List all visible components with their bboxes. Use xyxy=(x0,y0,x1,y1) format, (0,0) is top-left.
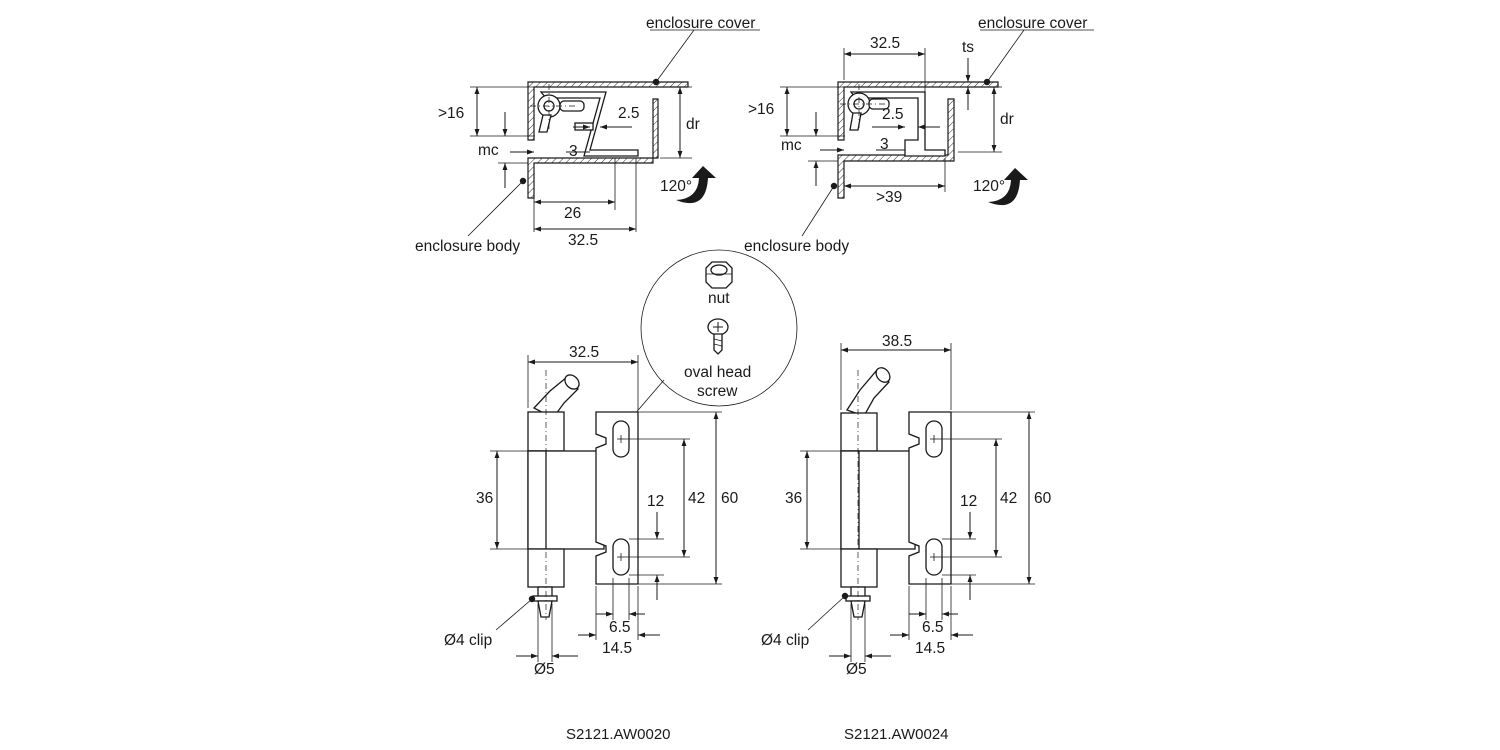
dim-gt16-label: >16 xyxy=(748,101,774,118)
screw-label-line1: oval head xyxy=(684,364,751,381)
dim-36-label: 36 xyxy=(785,490,802,507)
pin-body xyxy=(849,112,862,131)
enclosure-cover-label: enclosure cover xyxy=(646,15,755,32)
angle-label: 120° xyxy=(973,178,1005,195)
dim-width-label: 32.5 xyxy=(569,344,599,361)
dim-14-5-label: 14.5 xyxy=(602,640,632,657)
dim-width-label: 38.5 xyxy=(882,333,912,350)
dim-3-label: 3 xyxy=(569,143,578,160)
hinge-barrel xyxy=(840,412,878,452)
dim-60-label: 60 xyxy=(1034,490,1052,507)
enclosure-body-label: enclosure body xyxy=(744,238,849,255)
enclosure-body-label: enclosure body xyxy=(415,238,520,255)
hinge-barrel-lower xyxy=(840,548,878,588)
body-panel xyxy=(527,98,659,199)
dim-d5-label: Ø5 xyxy=(534,661,555,678)
rotation-arrow-icon xyxy=(988,168,1028,206)
oval-head-screw-icon xyxy=(707,318,729,355)
dim-32-5-label: 32.5 xyxy=(568,232,598,249)
dim-d5-label: Ø5 xyxy=(846,661,867,678)
nut-icon xyxy=(705,261,733,289)
dim-mc-label: mc xyxy=(781,137,802,154)
dim-dr-label: dr xyxy=(686,116,700,133)
clip-icon xyxy=(532,595,558,602)
hinge-bracket xyxy=(849,91,946,157)
section-view-right: 32.5 ts >16 mc 3 2.5 dr >39 enclosure co… xyxy=(744,15,1094,255)
dim-42-label: 42 xyxy=(688,490,705,507)
dim-42-label: 42 xyxy=(1000,490,1017,507)
hinge-bracket xyxy=(539,91,639,157)
dim-36-label: 36 xyxy=(476,490,493,507)
dim-6-5-label: 6.5 xyxy=(922,619,944,636)
front-view-right: 38.5 36 12 42 60 6.5 14.5 Ø4 clip xyxy=(761,333,1052,743)
product-code: S2121.AW0020 xyxy=(566,726,671,743)
clip-label: Ø4 clip xyxy=(761,632,809,649)
dim-6-5-label: 6.5 xyxy=(609,619,631,636)
dim-32-5-label: 32.5 xyxy=(870,35,900,52)
dim-14-5-label: 14.5 xyxy=(915,640,945,657)
dim-26-label: 26 xyxy=(564,205,581,222)
screw-label-line2: screw xyxy=(697,383,738,400)
dim-dr-label: dr xyxy=(1000,111,1014,128)
dim-gt16-label: >16 xyxy=(438,105,464,122)
dim-60-label: 60 xyxy=(721,490,739,507)
dim-3-label: 3 xyxy=(880,136,889,153)
body-panel xyxy=(837,98,955,199)
dim-12-label: 12 xyxy=(647,493,664,510)
nut-label: nut xyxy=(708,290,730,307)
dim-ts-label: ts xyxy=(962,39,974,56)
dim-2-5-label: 2.5 xyxy=(618,105,640,122)
product-code: S2121.AW0024 xyxy=(844,726,949,743)
rotation-arrow-icon xyxy=(676,166,716,204)
dim-12-label: 12 xyxy=(960,493,977,510)
enclosure-cover-label: enclosure cover xyxy=(978,15,1087,32)
front-view-left: 32.5 36 12 42 60 6.5 14.5 Ø4 clip xyxy=(444,344,739,743)
accessories-callout: nut oval head screw xyxy=(617,249,798,434)
angle-label: 120° xyxy=(660,178,692,195)
pin-body xyxy=(538,114,552,133)
dim-gt39-label: >39 xyxy=(876,189,902,206)
dim-mc-label: mc xyxy=(478,142,499,159)
callout-circle xyxy=(640,249,798,407)
clip-label: Ø4 clip xyxy=(444,632,492,649)
dim-2-5-label: 2.5 xyxy=(882,106,904,123)
section-view-left: >16 mc 3 2.5 dr 26 32.5 enclosure cover … xyxy=(415,15,760,255)
